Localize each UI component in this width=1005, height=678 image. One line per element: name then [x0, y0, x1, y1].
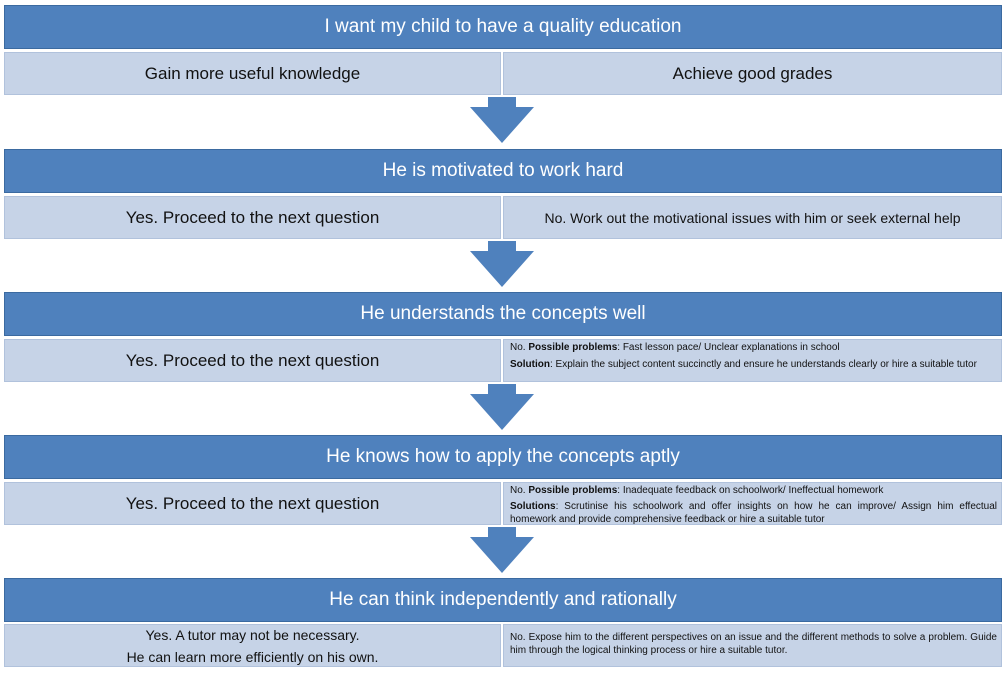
stage-4-solutions-label: Solutions [510, 501, 556, 512]
stage-1-right-text: Achieve good grades [672, 63, 833, 83]
stage-5-left-line-2: He can learn more efficiently on his own… [126, 648, 379, 665]
stage-5-right-text: No. Expose him to the different perspect… [510, 632, 997, 656]
stage-4-problems: No. Possible problems: Inadequate feedba… [510, 484, 997, 497]
stage-3-problems-text: : Fast lesson pace/ Unclear explanations… [617, 342, 840, 353]
stage-5-header: He can think independently and rationall… [4, 578, 1002, 622]
stage-2-right-box: No. Work out the motivational issues wit… [503, 196, 1002, 239]
stage-2-title: He is motivated to work hard [382, 160, 624, 181]
stage-3-solution-text: : Explain the subject content succinctly… [550, 359, 977, 370]
stage-3-title: He understands the concepts well [360, 303, 646, 324]
stage-4-right-box: No. Possible problems: Inadequate feedba… [503, 482, 1002, 525]
stage-3-no-prefix: No. [510, 342, 526, 353]
down-arrow-icon [470, 241, 534, 287]
stage-4-problems-label: Possible problems [528, 485, 618, 496]
stage-4-problems-text: : Inadequate feedback on schoolwork/ Ine… [617, 485, 884, 496]
stage-4-solutions: Solutions: Scrutinise his schoolwork and… [510, 500, 997, 526]
down-arrow-icon [470, 384, 534, 430]
stage-3-left-text: Yes. Proceed to the next question [125, 350, 380, 370]
stage-4-solutions-text: : Scrutinise his schoolwork and offer in… [510, 501, 997, 525]
stage-2-right-text: No. Work out the motivational issues wit… [544, 209, 961, 226]
stage-5-left-line-1: Yes. A tutor may not be necessary. [145, 626, 360, 643]
down-arrow-icon [470, 97, 534, 143]
stage-3-problems-label: Possible problems [528, 342, 618, 353]
stage-4-no-prefix: No. [510, 485, 526, 496]
stage-4-title: He knows how to apply the concepts aptly [326, 446, 680, 467]
stage-1-left-box: Gain more useful knowledge [4, 52, 501, 95]
stage-4-left-text: Yes. Proceed to the next question [125, 493, 380, 513]
stage-3-solution-label: Solution [510, 359, 550, 370]
stage-1-right-box: Achieve good grades [503, 52, 1002, 95]
stage-1-title: I want my child to have a quality educat… [324, 16, 682, 37]
stage-5-title: He can think independently and rationall… [329, 589, 677, 610]
stage-3-problems: No. Possible problems: Fast lesson pace/… [510, 341, 997, 354]
stage-3-solution: Solution: Explain the subject content su… [510, 358, 997, 371]
stage-3-right-box: No. Possible problems: Fast lesson pace/… [503, 339, 1002, 382]
stage-2-header: He is motivated to work hard [4, 149, 1002, 193]
stage-1-left-text: Gain more useful knowledge [144, 63, 361, 83]
down-arrow-icon [470, 527, 534, 573]
stage-3-header: He understands the concepts well [4, 292, 1002, 336]
stage-1-header: I want my child to have a quality educat… [4, 5, 1002, 49]
stage-5-left-box: Yes. A tutor may not be necessary. He ca… [4, 624, 501, 667]
stage-3-left-box: Yes. Proceed to the next question [4, 339, 501, 382]
stage-4-left-box: Yes. Proceed to the next question [4, 482, 501, 525]
stage-4-header: He knows how to apply the concepts aptly [4, 435, 1002, 479]
stage-2-left-text: Yes. Proceed to the next question [125, 207, 380, 227]
stage-5-right-box: No. Expose him to the different perspect… [503, 624, 1002, 667]
stage-2-left-box: Yes. Proceed to the next question [4, 196, 501, 239]
